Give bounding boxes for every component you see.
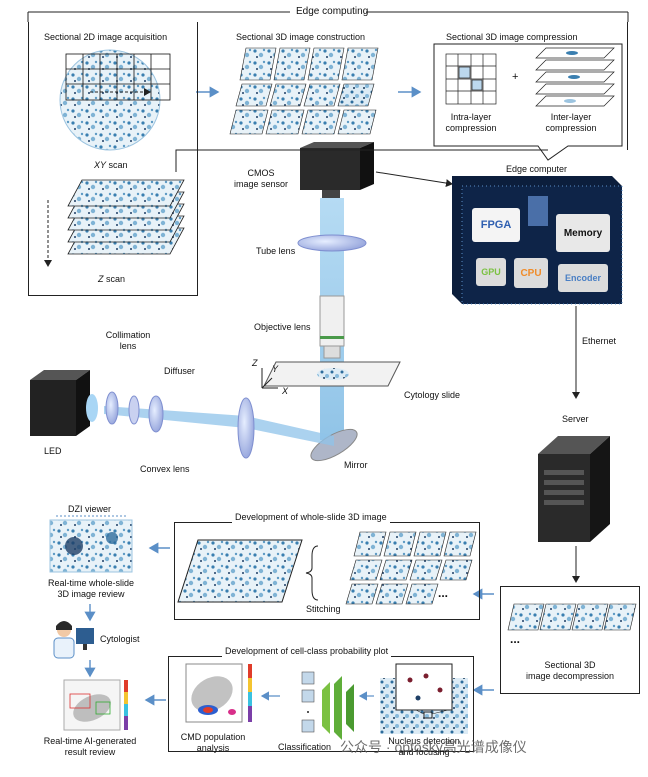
- cpu-chip: CPU: [514, 258, 548, 288]
- edge-computer-label: Edge computer: [506, 164, 568, 174]
- led-source: [30, 370, 98, 436]
- probability-title: Development of cell-class probability pl…: [222, 646, 392, 657]
- classification-network: [301, 671, 354, 740]
- decompression-label: Sectional 3D image decompression: [525, 660, 615, 681]
- cytologist-figure: [53, 621, 94, 659]
- stitching-label: Stitching: [306, 604, 341, 614]
- edge-acquisition-box: [28, 22, 198, 296]
- convex-lens-1: [148, 395, 164, 433]
- acquisition-title: Sectional 2D image acquisition: [44, 32, 168, 42]
- fpga-chip: FPGA: [472, 208, 520, 242]
- edge-computing-frame: [27, 11, 629, 22]
- edge-computing-title: Edge computing: [296, 6, 369, 17]
- plus-sign: +: [512, 71, 519, 83]
- xy-scan-suffix: scan: [106, 160, 128, 170]
- led-label: LED: [44, 446, 62, 456]
- xy-scan-specimen: [59, 49, 171, 151]
- cmos-sensor: [300, 142, 374, 198]
- intra-layer-grid: [445, 53, 497, 105]
- axis-indicator: [261, 368, 278, 389]
- edge-computing-outer: [28, 22, 628, 150]
- nucleus-label: Nucleus detection and focusing: [388, 736, 460, 757]
- convex-lens-label: Convex lens: [140, 464, 190, 474]
- cmd-label: CMD population analysis: [180, 732, 246, 753]
- gpu-chip: GPU: [476, 258, 506, 286]
- diffuser: [128, 395, 140, 425]
- construction-tiles: [229, 47, 379, 135]
- z-italic: Z: [98, 274, 104, 284]
- ai-result-plot: [63, 679, 128, 731]
- collimation-lens: [105, 391, 119, 425]
- stitched-tiles: [345, 531, 477, 605]
- z-scan-suffix: scan: [103, 274, 126, 284]
- compression-box: [433, 43, 623, 161]
- ethernet-label: Ethernet: [582, 336, 617, 346]
- xy-scan-label: XY scan: [94, 160, 128, 171]
- mirror-label: Mirror: [344, 460, 368, 470]
- realtime-review-label: Real-time whole-slide 3D image review: [47, 578, 135, 599]
- server: [538, 436, 610, 542]
- axis-y-label: Y: [272, 364, 279, 374]
- axis-x-label: X: [282, 386, 289, 396]
- memory-chip: Memory: [556, 214, 610, 252]
- cytologist-label: Cytologist: [100, 634, 140, 644]
- cytology-slide-label: Cytology slide: [404, 390, 461, 400]
- cmos-label: CMOS image sensor: [233, 168, 289, 189]
- construction-title: Sectional 3D image construction: [236, 32, 366, 42]
- decompression-tiles: [507, 603, 637, 631]
- compression-title: Sectional 3D image compression: [446, 32, 578, 42]
- collimation-label: Collimation lens: [105, 330, 151, 351]
- diffuser-label: Diffuser: [164, 366, 195, 376]
- decompress-ellipsis: ...: [510, 632, 521, 646]
- dzi-viewer-image: [49, 515, 133, 573]
- axis-z-label: Z: [252, 358, 258, 368]
- z-scan-stack: [44, 179, 185, 267]
- xy-italic: XY: [94, 160, 107, 170]
- intra-layer-label: Intra-layer compression: [445, 112, 497, 133]
- classification-label: Classification: [278, 742, 332, 752]
- server-label: Server: [562, 414, 589, 424]
- ai-review-label: Real-time AI-generated result review: [43, 736, 137, 757]
- cmd-population-plot: [185, 663, 252, 723]
- whole-slide-image: [177, 539, 303, 603]
- tiles-ellipsis: ...: [438, 586, 449, 600]
- watermark: 公众号 · optosky高光谱成像仪: [340, 739, 527, 755]
- inter-layer-label: Inter-layer compression: [545, 112, 597, 133]
- dzi-viewer-label: DZI viewer: [68, 504, 112, 514]
- whole-slide-title: Development of whole-slide 3D image: [232, 512, 390, 523]
- tube-lens: [297, 234, 367, 252]
- convex-lens-2: [237, 397, 255, 459]
- nucleus-detection-image: [380, 663, 468, 734]
- encoder-chip: Encoder: [558, 264, 608, 292]
- tube-lens-label: Tube lens: [256, 246, 296, 256]
- objective-lens: [319, 295, 345, 359]
- objective-lens-label: Objective lens: [254, 322, 311, 332]
- decompression-box: [500, 586, 640, 694]
- z-scan-label: Z scan: [98, 274, 125, 285]
- inter-layer-stack: [535, 47, 615, 107]
